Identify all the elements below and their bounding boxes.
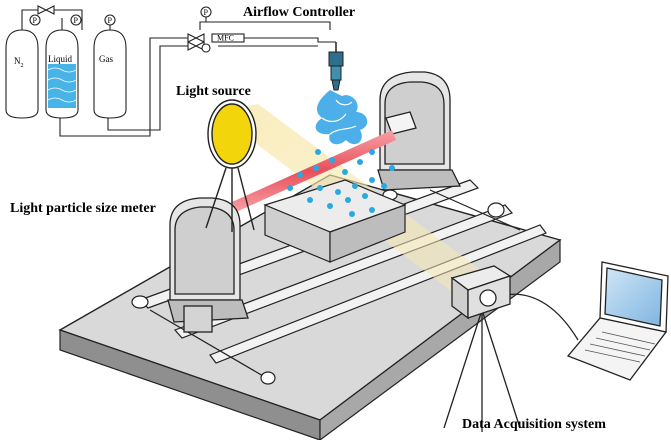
label-size-meter: Light particle size meter — [10, 201, 156, 216]
receiver-unit — [377, 71, 462, 191]
label-daq: Data Acquisition system — [462, 417, 606, 432]
label-airflow-controller: Airflow Controller — [243, 5, 355, 20]
spray-nozzle — [328, 42, 344, 91]
droplets — [287, 149, 395, 217]
gauge-label-2: P — [74, 16, 79, 25]
gauge-label-1: P — [33, 16, 38, 25]
laser-beam — [232, 130, 396, 212]
transmitter-unit — [167, 197, 249, 333]
test-chamber — [263, 179, 407, 263]
mfc-label: MFC — [217, 34, 234, 43]
data-cable — [504, 293, 579, 341]
spray-plume — [315, 90, 368, 145]
light-source-lamp — [205, 99, 257, 232]
gas-supply-system — [5, 5, 336, 137]
daq-camera — [443, 265, 521, 432]
tank-label-liquid: Liquid — [48, 54, 72, 64]
tank-label-n2: N2 — [14, 56, 24, 69]
laptop — [566, 261, 669, 381]
tank-label-gas: Gas — [99, 54, 113, 64]
label-light-source: Light source — [176, 84, 251, 99]
gauge-label-3: P — [108, 16, 113, 25]
leveling-knobs — [131, 189, 505, 385]
gauge-label-4: P — [204, 8, 209, 17]
